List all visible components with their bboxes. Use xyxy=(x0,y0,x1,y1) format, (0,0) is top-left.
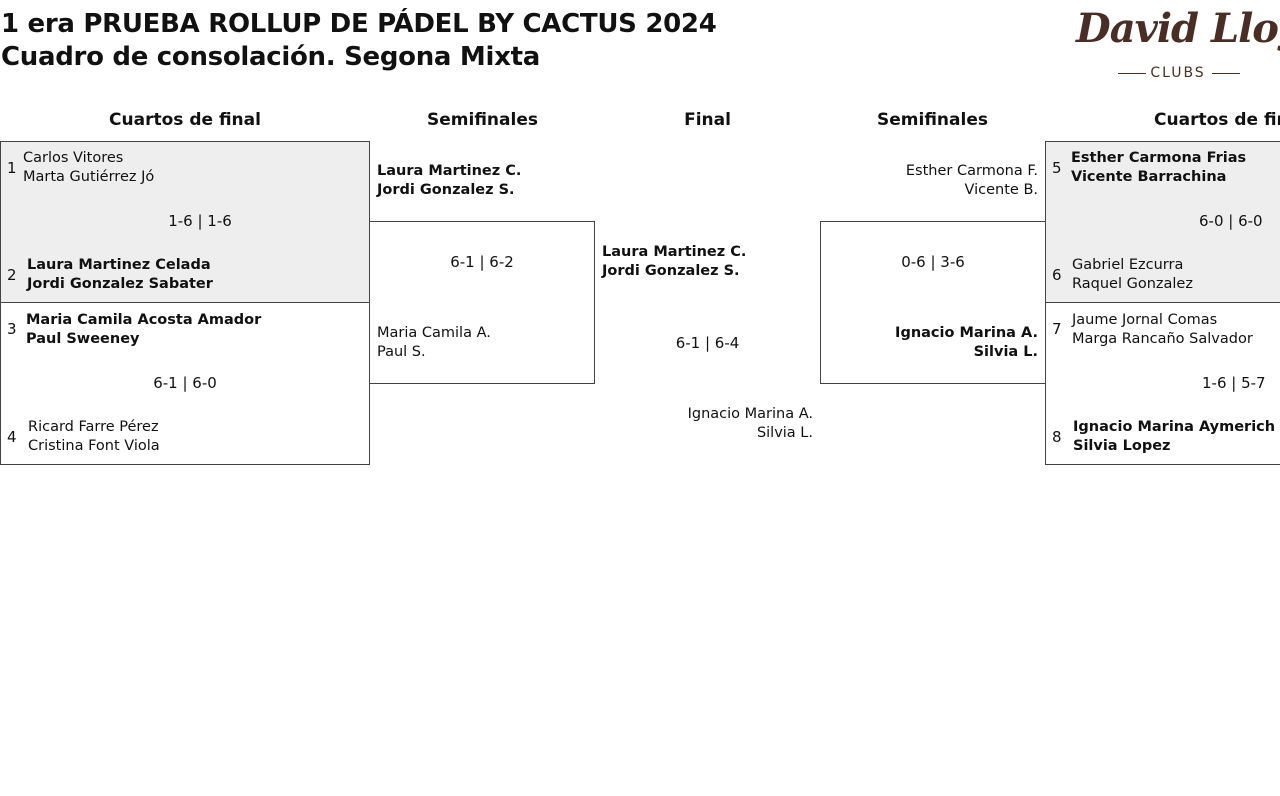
header-left-quarters: Cuartos de final xyxy=(109,110,261,130)
match-score: 6-0 | 6-0 xyxy=(1199,212,1263,230)
player-name-winner: Ignacio Marina Aymerich xyxy=(1073,419,1276,435)
seed-number: 7 xyxy=(1052,320,1062,338)
header-final: Final xyxy=(684,110,731,130)
player-name: Vicente B. xyxy=(964,182,1038,198)
player-name: Esther Carmona F. xyxy=(905,163,1038,179)
player-name: Jaume Jornal Comas xyxy=(1072,312,1218,328)
player-name: Ricard Farre Pérez xyxy=(28,419,159,435)
player-name-winner: Paul Sweeney xyxy=(26,331,140,347)
player-name-winner: Jordi Gonzalez Sabater xyxy=(27,276,213,292)
match-score: 1-6 | 1-6 xyxy=(168,212,232,230)
left-semi-connector xyxy=(369,221,595,384)
match-score: 1-6 | 5-7 xyxy=(1202,374,1266,392)
seed-number: 8 xyxy=(1052,428,1062,446)
player-name-winner: Maria Camila Acosta Amador xyxy=(26,312,262,328)
header-right-semis: Semifinales xyxy=(877,110,988,130)
seed-number: 1 xyxy=(7,159,17,177)
seed-number: 3 xyxy=(7,320,17,338)
player-name-winner: Laura Martinez C. xyxy=(602,244,747,260)
right-quarter-match-1 xyxy=(1045,141,1280,303)
player-name-winner: Silvia Lopez xyxy=(1073,438,1171,454)
player-name: Ignacio Marina A. xyxy=(687,406,813,422)
player-name-winner: Vicente Barrachina xyxy=(1071,169,1227,185)
player-name: Maria Camila A. xyxy=(377,325,491,341)
player-name: Raquel Gonzalez xyxy=(1072,276,1193,292)
seed-number: 2 xyxy=(7,266,17,284)
match-score: 0-6 | 3-6 xyxy=(901,253,965,271)
match-score: 6-1 | 6-0 xyxy=(153,374,217,392)
player-name-winner: Silvia L. xyxy=(973,344,1038,360)
player-name: Silvia L. xyxy=(756,425,813,441)
player-name-winner: Esther Carmona Frias xyxy=(1071,150,1247,166)
player-name-winner: Laura Martinez C. xyxy=(377,163,522,179)
final-score: 6-1 | 6-4 xyxy=(675,334,740,352)
header-right-quarters: Cuartos de final xyxy=(1154,110,1280,130)
seed-number: 6 xyxy=(1052,266,1062,284)
seed-number: 5 xyxy=(1052,159,1062,177)
player-name-winner: Ignacio Marina A. xyxy=(895,325,1038,341)
player-name: Cristina Font Viola xyxy=(28,438,160,454)
player-name: Gabriel Ezcurra xyxy=(1072,257,1184,273)
logo-clubs: CLUBS xyxy=(1150,65,1206,81)
left-quarter-match-1 xyxy=(0,141,370,303)
player-name: Carlos Vitores xyxy=(23,150,124,166)
right-quarter-match-2 xyxy=(1045,302,1280,465)
logo-rule-left xyxy=(1118,73,1146,74)
logo-rule-right xyxy=(1212,73,1240,74)
logo-script: David Lloyd xyxy=(1076,5,1280,52)
header-left-semis: Semifinales xyxy=(427,110,538,130)
match-score: 6-1 | 6-2 xyxy=(450,253,514,271)
player-name-winner: Jordi Gonzalez S. xyxy=(377,182,515,198)
seed-number: 4 xyxy=(7,428,17,446)
page-subtitle: Cuadro de consolación. Segona Mixta xyxy=(1,42,540,72)
david-lloyd-logo: David Lloyd CLUBS xyxy=(1076,0,1280,84)
player-name-winner: Laura Martinez Celada xyxy=(27,257,211,273)
player-name: Marga Rancaño Salvador xyxy=(1072,331,1253,347)
player-name-winner: Jordi Gonzalez S. xyxy=(602,263,740,279)
player-name: Marta Gutiérrez Jó xyxy=(23,169,155,185)
player-name: Paul S. xyxy=(377,344,426,360)
page-title: 1 era PRUEBA ROLLUP DE PÁDEL BY CACTUS 2… xyxy=(1,9,717,39)
